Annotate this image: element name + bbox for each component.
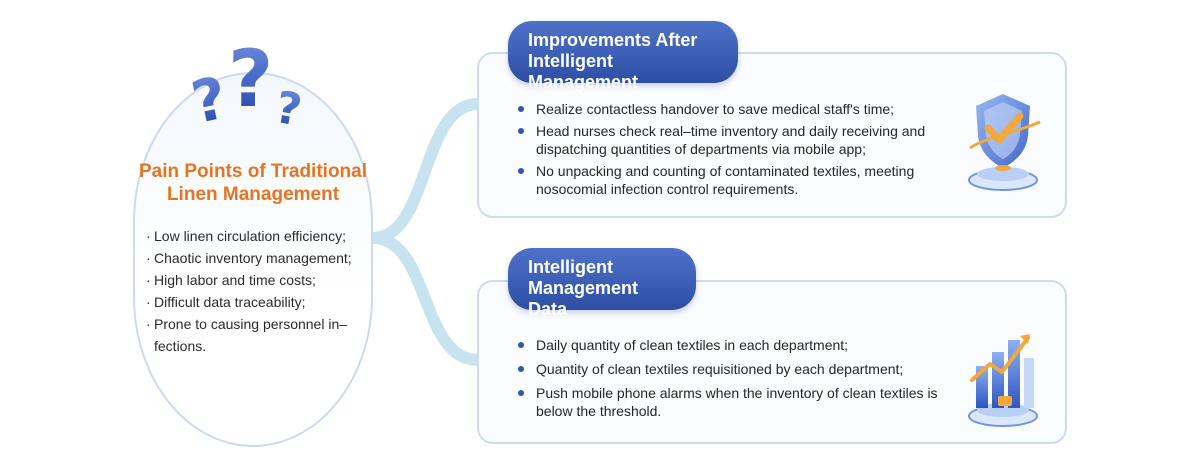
pain-point-item: Difficult data traceability; — [146, 291, 371, 313]
data-list: Daily quantity of clean textiles in each… — [518, 336, 938, 426]
pain-point-item: Chaotic inventory management; — [146, 247, 371, 269]
pain-point-item: Prone to causing personnel in– — [146, 313, 371, 335]
pain-points-list: Low linen circulation efficiency; Chaoti… — [146, 225, 371, 357]
bar-chart-growth-icon — [968, 334, 1038, 427]
improvement-item: Head nurses check real–time inventory an… — [518, 122, 938, 158]
data-title-badge: Intelligent Management Data — [508, 248, 696, 319]
improvements-title-badge: Improvements After Intelligent Managemen… — [508, 21, 738, 92]
pain-points-title-line2: Linen Management — [166, 184, 340, 205]
connector-to-top-card — [367, 98, 484, 244]
pain-point-item: High labor and time costs; — [146, 269, 371, 291]
data-item: Daily quantity of clean textiles in each… — [518, 336, 938, 354]
svg-text:?: ? — [190, 63, 233, 137]
data-title-line2: Management Data — [528, 278, 639, 319]
improvements-title-line2: Intelligent Management — [528, 51, 639, 92]
improvement-item: Realize contactless handover to save med… — [518, 100, 938, 118]
svg-text:?: ? — [228, 38, 273, 125]
improvement-item: No unpacking and counting of contaminate… — [518, 162, 938, 198]
svg-text:?: ? — [272, 82, 306, 137]
pain-point-item-continuation: fections. — [154, 338, 207, 354]
pain-points-title: Pain Points of Traditional Linen Managem… — [133, 160, 373, 206]
connector-to-bottom-card — [367, 232, 484, 366]
shield-check-icon — [968, 94, 1041, 191]
pain-point-item: Low linen circulation efficiency; — [146, 225, 371, 247]
improvements-title-line1: Improvements After — [528, 30, 698, 50]
improvements-list: Realize contactless handover to save med… — [518, 100, 938, 202]
data-item: Push mobile phone alarms when the invent… — [518, 384, 938, 420]
data-item: Quantity of clean textiles requisitioned… — [518, 360, 938, 378]
question-marks-icon: ? ? ? — [190, 38, 306, 137]
data-title-line1: Intelligent — [528, 257, 613, 277]
pain-points-title-line1: Pain Points of Traditional — [138, 161, 368, 182]
